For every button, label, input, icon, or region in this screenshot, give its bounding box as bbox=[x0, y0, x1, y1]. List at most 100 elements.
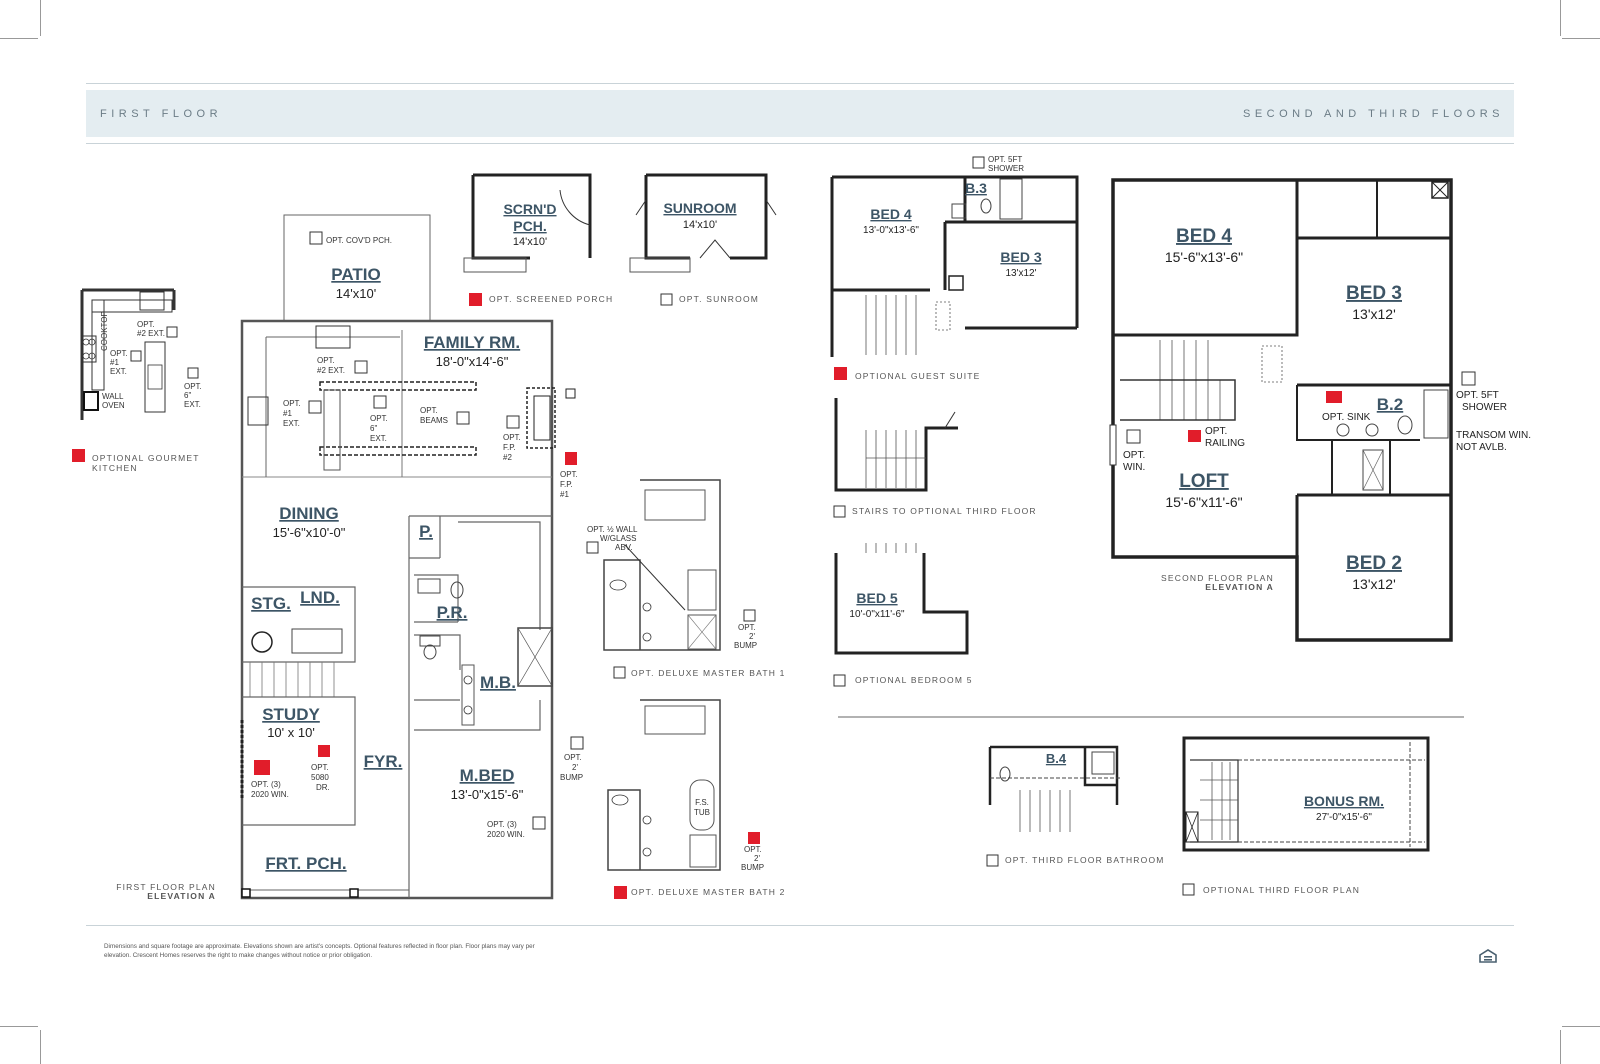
patio-dim: 14'x10' bbox=[336, 286, 376, 301]
first-floor-heading: FIRST FLOOR bbox=[100, 108, 223, 120]
kitchen-opt-6-ext: OPT. bbox=[184, 382, 202, 391]
front-porch-label: FRT. PCH. bbox=[265, 854, 346, 873]
deluxe-master-bath-1: OPT. ½ WALL W/GLASS ABV. OPT. 2' BUMP OP… bbox=[586, 479, 786, 679]
guest-bath3-label: B.3 bbox=[965, 180, 987, 196]
master-bath-1-caption: OPT. DELUXE MASTER BATH 1 bbox=[631, 668, 786, 678]
kitchen-opt-6-ext-c: EXT. bbox=[184, 400, 201, 409]
guest-bed4-name: BED 4 bbox=[870, 206, 911, 222]
dining-name: DINING bbox=[279, 504, 339, 523]
master-bed-dim: 13'-0"x15'-6" bbox=[451, 787, 524, 802]
bonus-room-name: BONUS RM. bbox=[1304, 793, 1384, 809]
opt-fp2-label-c: #2 bbox=[503, 453, 512, 462]
study-name: STUDY bbox=[262, 705, 320, 724]
gourmet-kitchen-caption-b: KITCHEN bbox=[92, 463, 138, 473]
mbed-opt-win-label-b: 2020 WIN. bbox=[487, 830, 525, 839]
family-room-dim: 18'-0"x14'-6" bbox=[436, 354, 509, 369]
opt-railing-label-b: RAILING bbox=[1205, 438, 1245, 449]
opt-1-ext-label-c: EXT. bbox=[283, 419, 300, 428]
screened-porch-dim: 14'x10' bbox=[513, 236, 547, 248]
opt-2-ext-label: OPT. bbox=[317, 356, 335, 365]
third-floor-bath-option: B.4 OPT. THIRD FLOOR BATHROOM bbox=[986, 745, 1165, 867]
opt-5080-door-label: OPT. bbox=[311, 763, 329, 772]
opt-window-label-b: WIN. bbox=[1123, 462, 1145, 473]
deluxe-master-bath-2: F.S. TUB OPT. 2' BUMP OPT. DELUXE MASTER… bbox=[607, 699, 786, 899]
opt-1-ext-label-b: #1 bbox=[283, 409, 292, 418]
opt-covd-porch-label: OPT. COV'D PCH. bbox=[326, 236, 392, 245]
loft-name: LOFT bbox=[1179, 471, 1229, 492]
bed4-name: BED 4 bbox=[1176, 226, 1232, 247]
second-floor-plan: BED 4 15'-6"x13'-6" BED 3 13'x12' B.2 OP… bbox=[1109, 178, 1531, 642]
guest-bed3-name: BED 3 bbox=[1000, 249, 1041, 265]
bed5-dim: 10'-0"x11'-6" bbox=[849, 609, 905, 620]
first-floor-elevation-label: ELEVATION A bbox=[147, 891, 216, 901]
opt-beams-label: OPT. bbox=[420, 406, 438, 415]
opt-6-ext-label-b: 6" bbox=[370, 424, 377, 433]
opt-6-ext-label-c: EXT. bbox=[370, 434, 387, 443]
opt-5080-door-label-c: DR. bbox=[316, 783, 330, 792]
bedroom5-caption: OPTIONAL BEDROOM 5 bbox=[855, 675, 973, 685]
opt-2020-win-label-b: 2020 WIN. bbox=[251, 790, 289, 799]
opt-sink-label: OPT. SINK bbox=[1322, 412, 1371, 423]
kitchen-opt-1-ext-b: #1 bbox=[110, 358, 119, 367]
storage-label: STG. bbox=[251, 594, 291, 613]
crop-mark bbox=[1562, 38, 1600, 39]
sunroom-option: SUNROOM 14'x10' OPT. SUNROOM bbox=[629, 173, 777, 306]
crop-mark bbox=[40, 0, 41, 36]
second-floor-plan-label: SECOND FLOOR PLAN bbox=[1161, 573, 1274, 583]
laundry-label: LND. bbox=[300, 588, 340, 607]
mb1-bump-label-c: BUMP bbox=[734, 641, 757, 650]
opt-fp1-label: OPT. bbox=[560, 470, 578, 479]
opt-bump-label-b: 2' bbox=[572, 763, 578, 772]
section-header: FIRST FLOOR SECOND AND THIRD FLOORS bbox=[86, 90, 1514, 137]
freestanding-tub-label: F.S. bbox=[695, 798, 709, 807]
opt-shower-label-b: SHOWER bbox=[1462, 402, 1507, 413]
guest-suite-shower-label-b: SHOWER bbox=[988, 164, 1024, 173]
screened-porch-option: SCRN'D PCH. 14'x10' OPT. SCREENED PORCH bbox=[463, 173, 613, 306]
study-dim: 10' x 10' bbox=[267, 725, 315, 740]
opt-bump-label: OPT. bbox=[564, 753, 582, 762]
bed4-dim: 15'-6"x13'-6" bbox=[1165, 249, 1243, 265]
mb1-bump-label-b: 2' bbox=[749, 632, 755, 641]
mb1-half-wall-label-c: ABV. bbox=[615, 543, 633, 552]
stairs-third-floor-option: STAIRS TO OPTIONAL THIRD FLOOR bbox=[833, 398, 1037, 518]
third-floor-bath-caption: OPT. THIRD FLOOR BATHROOM bbox=[1005, 855, 1165, 865]
opt-railing-label: OPT. bbox=[1205, 426, 1227, 437]
guest-suite-caption: OPTIONAL GUEST SUITE bbox=[855, 371, 981, 381]
first-floor-plan-label: FIRST FLOOR PLAN bbox=[116, 882, 216, 892]
kitchen-opt-2-ext: OPT. bbox=[137, 320, 155, 329]
mb1-half-wall-label-b: W/GLASS bbox=[600, 534, 636, 543]
screened-porch-name: SCRN'D bbox=[503, 201, 556, 217]
bed2-dim: 13'x12' bbox=[1352, 576, 1396, 592]
transom-label: TRANSOM WIN. bbox=[1456, 430, 1531, 441]
bath4-label: B.4 bbox=[1046, 751, 1067, 766]
opt-2-ext-label-b: #2 EXT. bbox=[317, 366, 345, 375]
foyer-label: FYR. bbox=[364, 752, 403, 771]
master-bath-2-caption: OPT. DELUXE MASTER BATH 2 bbox=[631, 887, 786, 897]
opt-fp1-label-c: #1 bbox=[560, 490, 569, 499]
mb2-bump-label: OPT. bbox=[744, 845, 762, 854]
opt-window-label: OPT. bbox=[1123, 450, 1145, 461]
screened-porch-name-b: PCH. bbox=[513, 218, 546, 234]
transom-label-b: NOT AVLB. bbox=[1456, 442, 1507, 453]
screened-porch-caption: OPT. SCREENED PORCH bbox=[489, 294, 613, 304]
opt-5080-door-label-b: 5080 bbox=[311, 773, 329, 782]
pantry-label: P. bbox=[419, 522, 433, 541]
mb1-bump-label: OPT. bbox=[738, 623, 756, 632]
patio-name: PATIO bbox=[331, 265, 380, 284]
opt-fp2-label: OPT. bbox=[503, 433, 521, 442]
mbed-opt-win-label: OPT. (3) bbox=[487, 820, 517, 829]
master-bath-label: M.B. bbox=[480, 673, 516, 692]
bath2-label: B.2 bbox=[1377, 395, 1403, 414]
footer-rule bbox=[86, 925, 1514, 926]
guest-suite-option: OPT. 5FT SHOWER BED 4 13'-0"x13'-6" B.3 … bbox=[830, 155, 1079, 381]
mb2-bump-label-b: 2' bbox=[754, 854, 760, 863]
guest-bed3-dim: 13'x12' bbox=[1005, 268, 1036, 279]
third-floor-plan-caption: OPTIONAL THIRD FLOOR PLAN bbox=[1203, 885, 1360, 895]
bonus-room-dim: 27'-0"x15'-6" bbox=[1316, 812, 1372, 823]
stairs-third-caption: STAIRS TO OPTIONAL THIRD FLOOR bbox=[852, 506, 1037, 516]
opt-bump-label-c: BUMP bbox=[560, 773, 583, 782]
freestanding-tub-label-b: TUB bbox=[694, 808, 710, 817]
crop-mark bbox=[0, 1026, 38, 1027]
bed5-name: BED 5 bbox=[856, 590, 897, 606]
